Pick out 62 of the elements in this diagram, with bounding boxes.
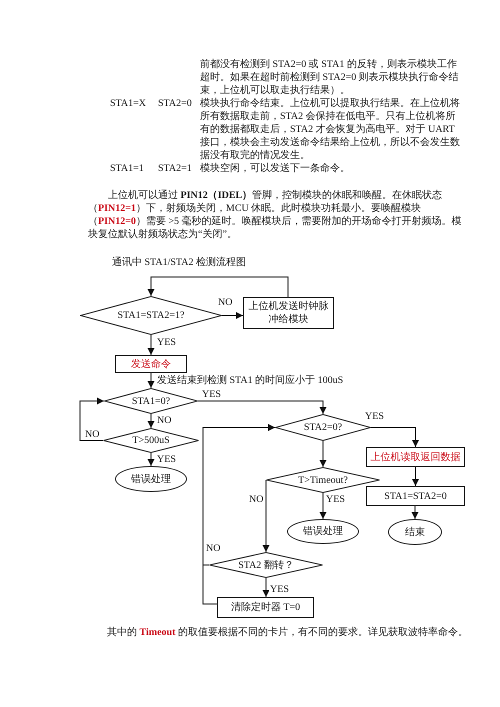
decision-diamond bbox=[266, 467, 380, 493]
flow-arrow bbox=[148, 452, 154, 466]
condition-text: STA2=0? bbox=[304, 422, 342, 433]
decision-diamond bbox=[103, 428, 199, 453]
process-box bbox=[217, 597, 314, 618]
edge-label: YES bbox=[156, 454, 177, 465]
condition-text: STA2 翻转？ bbox=[238, 560, 294, 570]
flow-arrow bbox=[320, 492, 326, 520]
step-text: 上位机发送时钟脉冲给模块 bbox=[248, 300, 330, 326]
edge-label: NO bbox=[84, 429, 100, 440]
edge-label: YES bbox=[364, 411, 385, 422]
flow-arrow bbox=[148, 276, 288, 298]
decision-diamond bbox=[104, 388, 198, 414]
terminal-text: 错误处理 bbox=[303, 526, 343, 537]
state-label: STA2=1 bbox=[158, 162, 193, 175]
figure-caption: 其中的 Timeout 的取值要根据不同的卡片，有不同的要求。详见获取波特率命令。 bbox=[107, 626, 469, 639]
step-text: STA1=STA2=0 bbox=[384, 490, 447, 502]
flow-arrow bbox=[202, 424, 276, 604]
flow-arrow bbox=[262, 578, 270, 598]
flow-arrow bbox=[80, 398, 104, 441]
process-box bbox=[243, 297, 334, 329]
process-box bbox=[115, 355, 187, 373]
flow-arrow bbox=[148, 334, 154, 356]
condition-text: T>Timeout? bbox=[298, 474, 348, 486]
edge-label: YES bbox=[156, 337, 177, 348]
edge-label: NO bbox=[248, 494, 264, 505]
flow-arrow bbox=[222, 312, 244, 319]
edge-label: YES bbox=[201, 389, 222, 400]
terminal-text: 错误处理 bbox=[131, 474, 171, 484]
edge-label: NO bbox=[205, 543, 222, 554]
state-label: STA1=X bbox=[110, 97, 147, 111]
state-label: STA1=1 bbox=[110, 162, 145, 175]
body-paragraph: 模块空闲，可以发送下一条命令。 bbox=[200, 162, 351, 175]
flow-arrow bbox=[198, 400, 326, 414]
state-label: STA2=0 bbox=[158, 97, 193, 111]
process-box bbox=[366, 447, 465, 467]
flow-arrow bbox=[412, 466, 419, 486]
diagram-title: 通讯中 STA1/STA2 检测流程图 bbox=[112, 256, 246, 269]
step-text: 清除定时器 T=0 bbox=[230, 601, 300, 614]
decision-diamond bbox=[209, 552, 323, 578]
terminal-ellipse bbox=[388, 519, 442, 545]
process-box bbox=[366, 486, 465, 506]
step-text: 发送命令 bbox=[131, 358, 171, 370]
flow-arrow bbox=[412, 506, 418, 520]
terminal-text: 结束 bbox=[405, 526, 425, 538]
step-text: 上位机读取返回数据 bbox=[370, 450, 460, 464]
body-paragraph: 模块执行命令结束。上位机可以提取执行结果。在上位机将所有数据取走前，STA2 会保持在低电平。只有上位机将所有的数据都取走后，STA2 才会恢复为高电平。对于 UART 接口，模块会主动发送命令结果给上位机，所以不会发生数据没有取完的情况发生。 bbox=[200, 97, 461, 162]
body-paragraph: 上位机可以通过 PIN12（IDEL）管脚，控制模块的休眠和唤醒。在休眠状态（PIN12=1）下，射频场关闭，MCU 休眠。此时模块功耗最小。要唤醒模块（PIN12=0）需要 >5 毫秒的延时。唤醒模块后，需要附加的开场命令打开射频场。模块复位默认射频场状态为“关闭”。 bbox=[88, 189, 463, 241]
condition-text: T>500uS bbox=[132, 435, 170, 446]
body-paragraph: 前都没有检测到 STA2=0 或 STA1 的反转，则表示模块工作超时。如果在超时前检测到 STA2=0 则表示模块执行命令结束，上位机可以取走执行结果）。 bbox=[200, 58, 460, 97]
edge-label: YES bbox=[325, 494, 346, 505]
edge-label: YES bbox=[269, 584, 290, 595]
condition-text: STA1=STA2=1? bbox=[118, 310, 184, 321]
flow-arrow bbox=[320, 440, 326, 468]
condition-text: STA1=0? bbox=[132, 396, 170, 406]
edge-label: NO bbox=[217, 297, 234, 308]
flow-arrow bbox=[148, 372, 154, 388]
flow-arrow bbox=[370, 427, 419, 448]
edge-label: 发送结束到检测 STA1 的时间应小于 100uS bbox=[156, 375, 344, 386]
edge-label: NO bbox=[156, 415, 172, 426]
flow-arrow bbox=[262, 480, 270, 552]
flow-arrow bbox=[148, 414, 154, 428]
